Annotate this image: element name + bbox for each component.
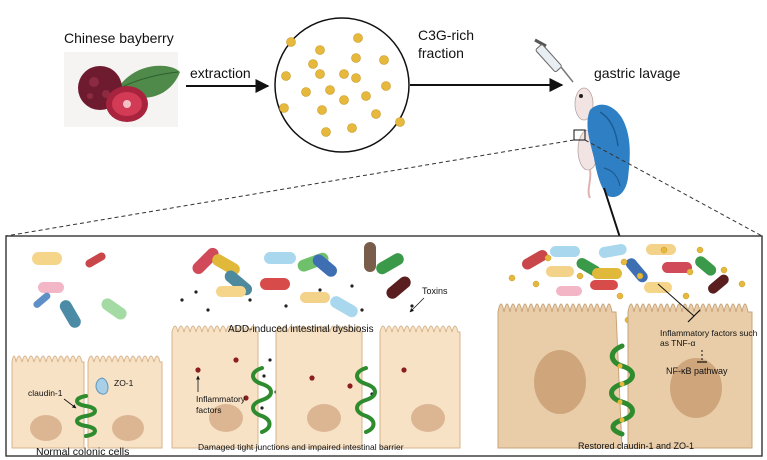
zoom-line-left xyxy=(5,139,575,237)
restored-cells xyxy=(497,303,753,449)
damaged-cells xyxy=(171,325,461,449)
dysbiosis-label: ADD-induced intestinal dysbiosis xyxy=(228,324,374,335)
bacteria-icon xyxy=(101,298,127,320)
bacteria-icon xyxy=(708,274,729,294)
bacteria-icon xyxy=(590,280,618,290)
dysbiosis-bacteria-group xyxy=(192,242,411,318)
toxins-label: Toxins xyxy=(422,286,448,296)
claudin-pointer xyxy=(63,398,77,409)
restored-bacteria-group xyxy=(522,244,729,296)
bacteria-icon xyxy=(212,254,240,276)
inhibition-line xyxy=(657,283,695,317)
tight-junction-icon xyxy=(75,394,97,438)
tight-junction-icon xyxy=(251,366,273,434)
restored-c3g-particles xyxy=(508,246,746,324)
bacteria-icon xyxy=(216,286,246,297)
zo-label: ZO-1 xyxy=(114,378,134,388)
bacteria-icon xyxy=(260,278,290,290)
c3g-fraction-circle xyxy=(274,17,410,153)
bacteria-icon xyxy=(592,268,622,279)
source-label: Chinese bayberry xyxy=(64,30,174,46)
tnf-label-line2: as TNF-α xyxy=(660,338,696,348)
restored-caption: Restored claudin-1 and ZO-1 xyxy=(578,441,694,451)
bacteria-icon xyxy=(598,244,627,258)
bacteria-icon xyxy=(376,253,404,275)
bacteria-icon xyxy=(330,296,358,318)
extraction-label: extraction xyxy=(190,65,251,81)
bacteria-icon xyxy=(556,286,582,296)
normal-cells xyxy=(11,355,163,449)
inflammatory-label-line1: Inflammatory xyxy=(196,394,246,404)
damaged-caption: Damaged tight junctions and impaired int… xyxy=(198,442,404,452)
c3g-particles xyxy=(279,33,405,137)
bacteria-icon xyxy=(644,282,672,293)
bacteria-icon xyxy=(85,252,106,268)
inhibition-bar xyxy=(687,309,701,323)
fraction-label-line1: C3G-rich xyxy=(418,27,474,43)
bacteria-icon xyxy=(38,282,64,293)
bacteria-icon xyxy=(546,266,574,277)
bacteria-icon xyxy=(33,292,51,308)
bacteria-icon xyxy=(300,292,330,303)
bacteria-icon xyxy=(32,252,62,265)
syringe-icon xyxy=(534,38,574,83)
tnf-label-line1: Inflammatory factors such xyxy=(660,328,758,338)
bacteria-icon xyxy=(550,246,580,257)
bacteria-icon xyxy=(364,242,376,272)
tight-junction-icon xyxy=(355,366,377,434)
bacteria-icon xyxy=(662,262,692,273)
claudin-label: claudin-1 xyxy=(28,388,63,398)
normal-bacteria-group xyxy=(32,252,127,328)
gloved-hand-icon xyxy=(587,104,630,198)
normal-caption: Normal colonic cells xyxy=(36,446,129,458)
bacteria-icon xyxy=(386,276,411,299)
fraction-label-line2: fraction xyxy=(418,45,464,61)
zoom-box xyxy=(573,129,586,141)
bacteria-icon xyxy=(59,300,81,328)
inflammatory-label-line2: factors xyxy=(196,405,222,415)
bacteria-icon xyxy=(192,247,219,274)
bacteria-icon xyxy=(522,250,548,270)
toxins-pointer xyxy=(409,297,425,313)
bayberry-icon xyxy=(64,52,180,127)
toxin-dots xyxy=(180,284,414,410)
lavage-label: gastric lavage xyxy=(594,65,681,81)
bacteria-icon xyxy=(264,252,296,264)
pathway-label: NF-κB pathway xyxy=(666,366,728,376)
zoom-line-right xyxy=(584,139,763,237)
bacteria-icon xyxy=(695,256,717,276)
bacteria-icon xyxy=(312,254,337,277)
